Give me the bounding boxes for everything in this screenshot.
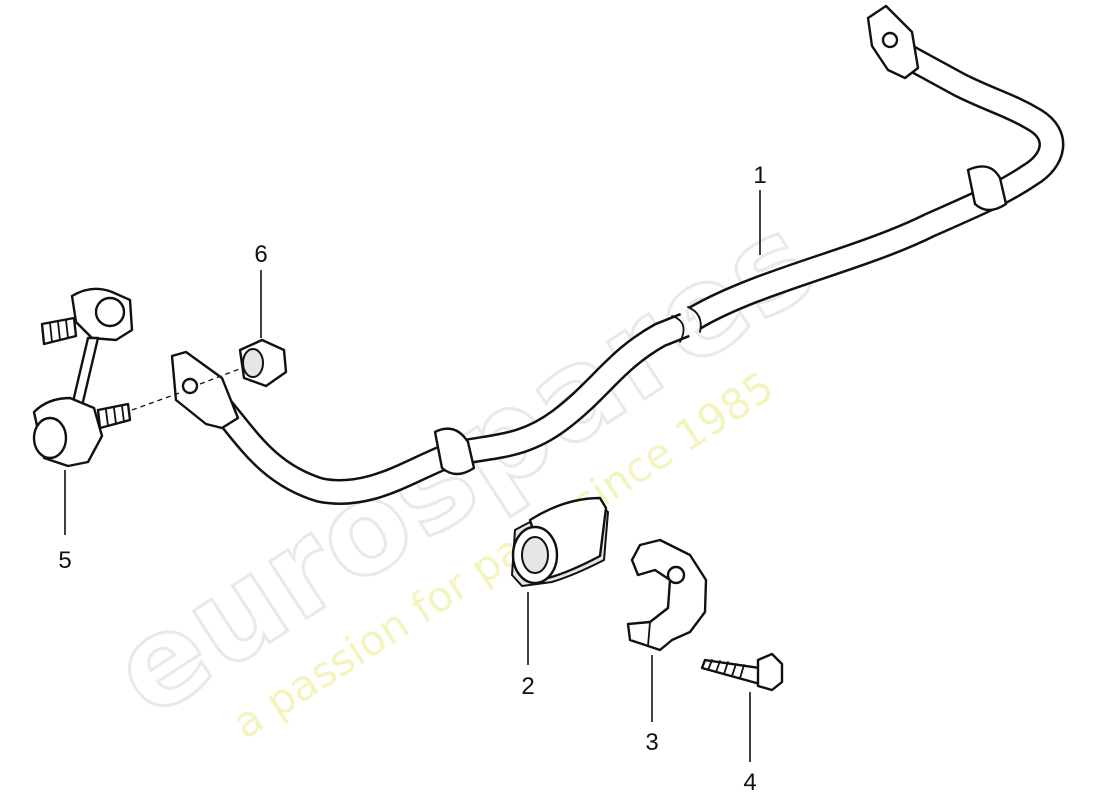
- nut[interactable]: [238, 338, 288, 388]
- bar-bushing-left: [433, 427, 476, 476]
- callout-1: 1: [753, 162, 766, 189]
- bracket[interactable]: [626, 538, 708, 652]
- callout-2: 2: [521, 673, 534, 700]
- callout-6: 6: [254, 241, 267, 268]
- bolt[interactable]: [700, 652, 784, 692]
- assembly-line-nut: [199, 367, 243, 385]
- stabilizer-bar[interactable]: [170, 4, 1065, 505]
- bushing[interactable]: [511, 496, 609, 587]
- drop-link[interactable]: [32, 287, 134, 468]
- assembly-line-link: [131, 391, 183, 411]
- bar-left-end: [170, 350, 240, 430]
- callout-3: 3: [645, 729, 658, 756]
- leader-lines: [64, 190, 761, 762]
- callout-5: 5: [58, 547, 71, 574]
- bar-bushing-right: [966, 165, 1008, 212]
- callout-4: 4: [743, 769, 756, 796]
